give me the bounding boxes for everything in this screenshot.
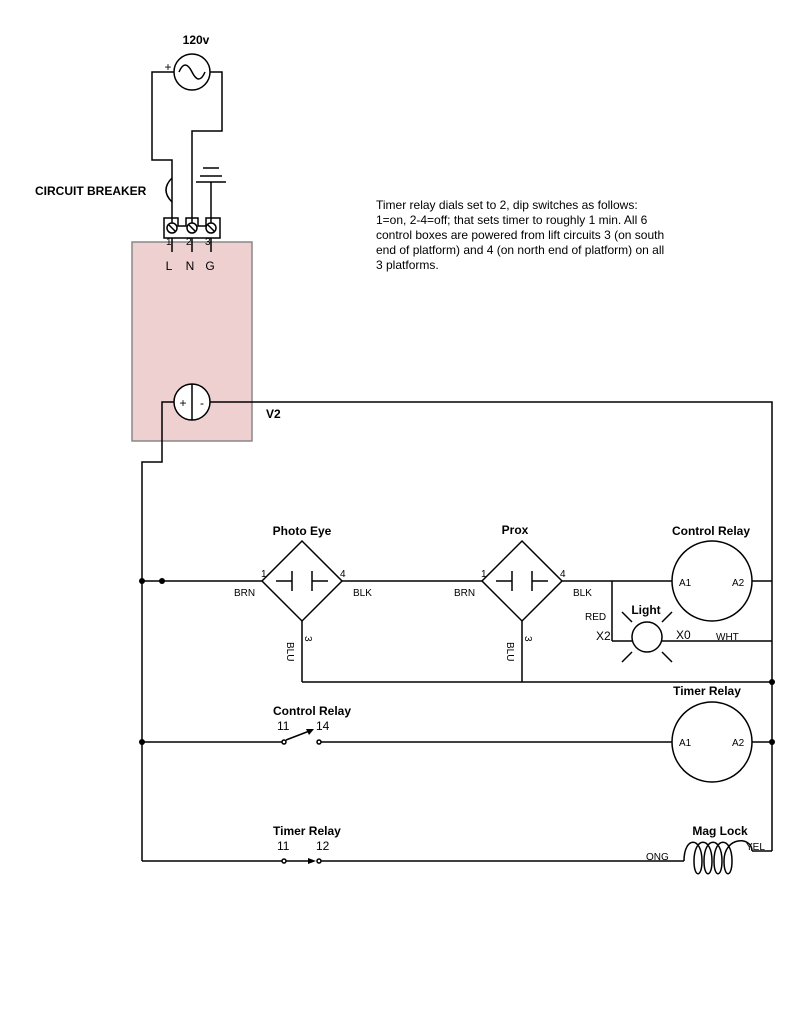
note-line: Timer relay dials set to 2, dip switches…	[376, 198, 638, 212]
control-relay-contact-pin-11: 11	[277, 719, 290, 733]
mag-lock-wire-yel: YEL	[746, 842, 765, 853]
control-relay-contact-label: Control Relay	[273, 704, 351, 718]
note-line: 1=on, 2-4=off; that sets timer to roughl…	[376, 213, 648, 227]
prox-wire-blk: BLK	[573, 588, 592, 599]
timer-relay-coil-label: Timer Relay	[673, 684, 741, 698]
photo-eye-wire-blu: BLU	[284, 642, 295, 661]
terminal-letter-g: G	[205, 259, 214, 273]
control-relay-a1: A1	[679, 578, 692, 589]
timer-relay-contact-label: Timer Relay	[273, 824, 341, 838]
note-line: end of platform) and 4 (on north end of …	[376, 243, 665, 257]
dc-minus-label: -	[200, 396, 204, 410]
light-wire-red: RED	[585, 612, 606, 623]
timer-relay-coil: Timer Relay A1 A2	[671, 684, 753, 783]
control-relay-coil-label: Control Relay	[672, 524, 750, 538]
dc-output: + - V2	[173, 383, 281, 421]
dc-rails	[141, 401, 773, 861]
terminal-1-number: 1	[166, 237, 172, 248]
timer-relay-contact-pin-12: 12	[316, 839, 330, 853]
source-voltage-label: 120v	[183, 33, 210, 47]
dc-plus-label: +	[179, 396, 186, 410]
photo-eye-pin-4: 4	[340, 569, 346, 580]
photo-eye-pin-1: 1	[261, 569, 267, 580]
timer-relay-note: Timer relay dials set to 2, dip switches…	[376, 198, 676, 273]
control-relay-coil: Control Relay A1 A2	[671, 524, 753, 622]
ac-source: 120v +	[164, 33, 211, 91]
breaker-label: CIRCUIT BREAKER	[35, 184, 147, 198]
light-wire-wht: WHT	[716, 632, 739, 643]
timer-relay-a1: A1	[679, 738, 692, 749]
supply-wiring	[151, 71, 226, 230]
terminal-letter-n: N	[186, 259, 195, 273]
circuit-breaker: CIRCUIT BREAKER	[35, 177, 173, 203]
rung-3: Timer Relay 11 12	[142, 824, 772, 864]
photo-eye-label: Photo Eye	[273, 524, 332, 538]
light-x2: X2	[596, 629, 611, 643]
prox-wire-brn: BRN	[454, 588, 475, 599]
terminal-2-number: 2	[186, 237, 192, 248]
control-relay-contact-pin-14: 14	[316, 719, 330, 733]
note-line: control boxes are powered from lift circ…	[376, 228, 665, 242]
mag-lock-wire-ong: ONG	[646, 852, 669, 863]
terminal-3-number: 3	[205, 237, 211, 248]
prox-label: Prox	[502, 523, 529, 537]
timer-relay-a2: A2	[732, 738, 745, 749]
prox-wire-blu: BLU	[504, 642, 515, 661]
prox-pin-4: 4	[560, 569, 566, 580]
control-relay-a2: A2	[732, 578, 745, 589]
mag-lock: Mag Lock ONG YEL	[646, 824, 765, 875]
photo-eye-wire-blk: BLK	[353, 588, 372, 599]
photo-eye-pin-3: 3	[302, 636, 313, 642]
prox-sensor: Prox 1 4 3 BRN BLK BLU	[454, 523, 592, 661]
light-x0: X0	[676, 628, 691, 642]
terminal-block: 1 2 3 L N G	[163, 217, 221, 273]
source-plus-label: +	[164, 60, 171, 74]
indicator-light: Light RED X2 X0 WHT	[585, 603, 739, 663]
timer-relay-contact-pin-11: 11	[277, 839, 290, 853]
mag-lock-label: Mag Lock	[692, 824, 748, 838]
prox-pin-3: 3	[522, 636, 533, 642]
photo-eye-wire-brn: BRN	[234, 588, 255, 599]
light-label: Light	[631, 603, 660, 617]
rung-1-wiring	[139, 578, 775, 685]
rung-2: Control Relay 11 14	[139, 704, 775, 745]
terminal-letter-l: L	[166, 259, 173, 273]
power-supply-label: V2	[266, 407, 281, 421]
note-line: 3 platforms.	[376, 258, 439, 272]
prox-pin-1: 1	[481, 569, 487, 580]
photo-eye: Photo Eye 1 4 3 BRN BLK BLU	[234, 524, 372, 661]
